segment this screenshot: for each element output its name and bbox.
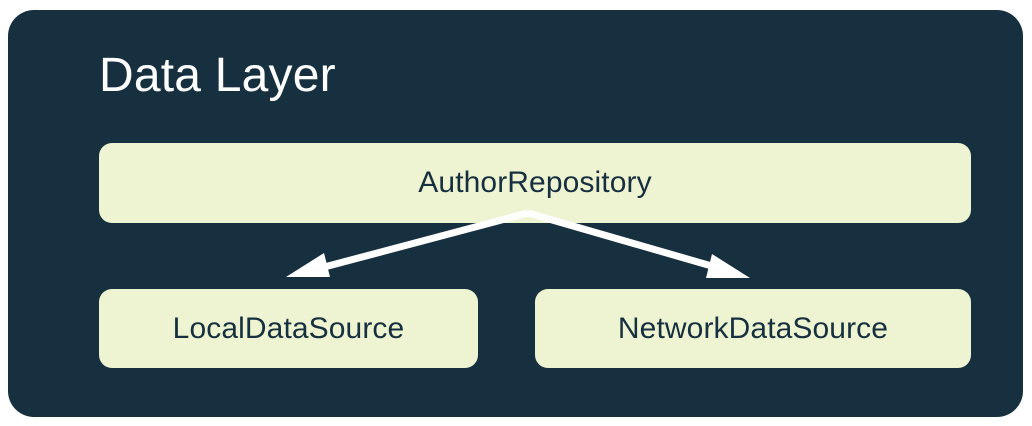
node-label-network-data-source: NetworkDataSource [617,311,889,345]
node-local-data-source[interactable]: LocalDataSource [99,289,478,368]
data-layer-panel: Data Layer AuthorRepository LocalDataSou… [8,10,1023,417]
node-label-author-repository: AuthorRepository [418,166,652,199]
layer-title: Data Layer [99,49,336,102]
node-label-local-data-source: LocalDataSource [172,311,405,345]
node-network-data-source[interactable]: NetworkDataSource [535,289,971,368]
node-author-repository[interactable]: AuthorRepository [99,143,971,223]
